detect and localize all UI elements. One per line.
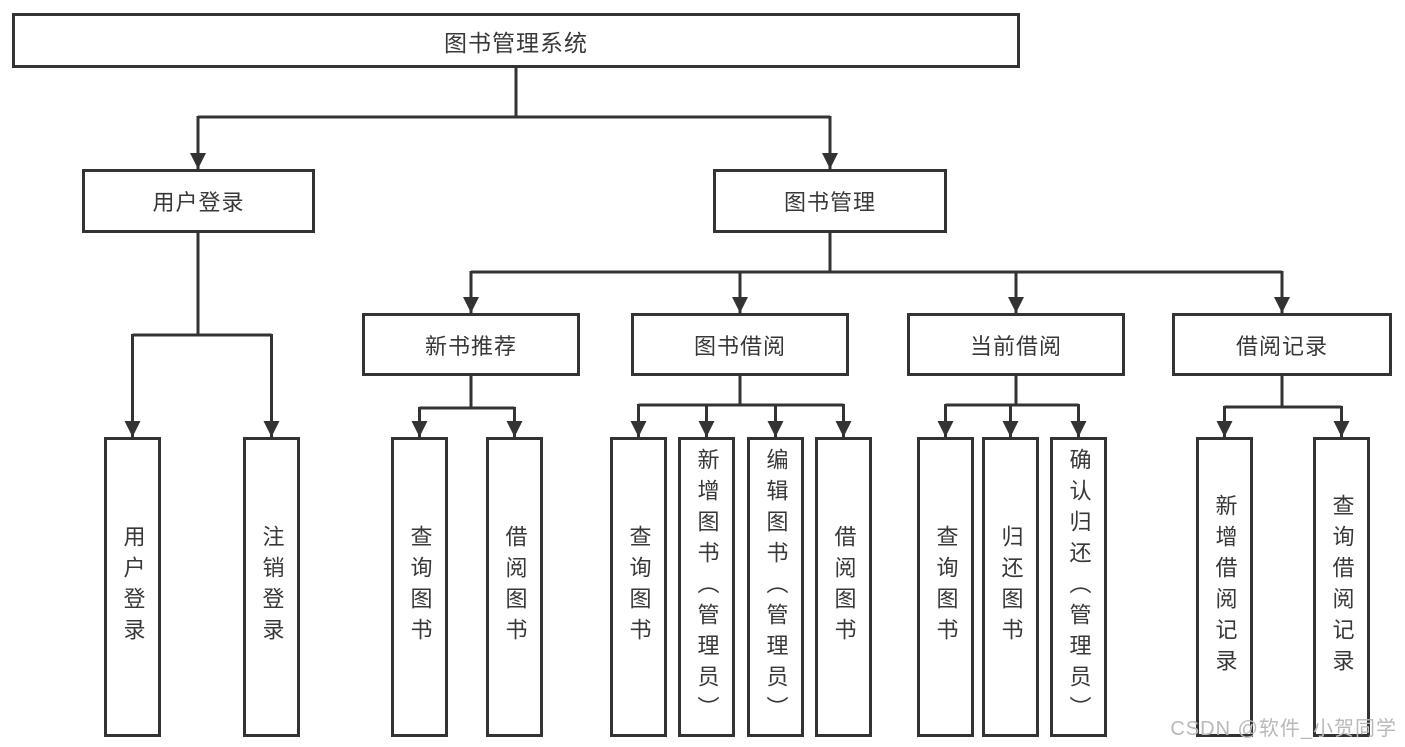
leaf-add-borrow-record: 新增借阅记录 xyxy=(1196,437,1253,737)
node-label: 查询借阅记录 xyxy=(1329,494,1355,680)
leaf-edit-books-admin: 编辑图书（管理员） xyxy=(747,437,804,737)
node-user-login: 用户登录 xyxy=(82,169,315,233)
node-label: 新增借阅记录 xyxy=(1212,494,1238,680)
node-label: 新增图书（管理员） xyxy=(694,447,720,727)
leaf-return-books: 归还图书 xyxy=(982,437,1039,737)
leaf-query-borrow-record: 查询借阅记录 xyxy=(1313,437,1370,737)
node-library-management-system: 图书管理系统 xyxy=(12,13,1020,68)
leaf-logout: 注销登录 xyxy=(243,437,300,737)
node-label: 确认归还（管理员） xyxy=(1066,447,1092,727)
node-label: 编辑图书（管理员） xyxy=(763,447,789,727)
leaf-query-books-current: 查询图书 xyxy=(917,437,974,737)
node-label: 图书借阅 xyxy=(693,333,786,359)
leaf-confirm-return-admin: 确认归还（管理员） xyxy=(1050,437,1107,737)
node-current-borrowing: 当前借阅 xyxy=(907,313,1125,376)
node-label: 查询图书 xyxy=(933,525,959,649)
node-label: 归还图书 xyxy=(998,525,1024,649)
node-label: 查询图书 xyxy=(407,525,433,649)
node-borrow-records: 借阅记录 xyxy=(1172,313,1392,376)
node-new-book-recommendation: 新书推荐 xyxy=(362,313,580,376)
node-label: 查询图书 xyxy=(626,525,652,649)
leaf-borrow-books: 借阅图书 xyxy=(815,437,872,737)
leaf-user-login: 用户登录 xyxy=(104,437,161,737)
node-label: 用户登录 xyxy=(120,525,146,649)
node-label: 借阅图书 xyxy=(831,525,857,649)
node-label: 用户登录 xyxy=(152,190,245,215)
csdn-watermark: CSDN @软件_小贺同学 xyxy=(1170,718,1397,740)
node-label: 新书推荐 xyxy=(424,333,517,359)
leaf-query-books-borrowing: 查询图书 xyxy=(610,437,667,737)
node-label: 借阅记录 xyxy=(1235,333,1328,359)
node-label: 借阅图书 xyxy=(502,525,528,649)
node-label: 图书管理 xyxy=(783,190,876,215)
node-label: 注销登录 xyxy=(259,525,285,649)
node-label: 图书管理系统 xyxy=(444,29,588,56)
leaf-add-books-admin: 新增图书（管理员） xyxy=(678,437,735,737)
node-book-borrowing: 图书借阅 xyxy=(631,313,849,376)
leaf-query-books-recommend: 查询图书 xyxy=(391,437,448,737)
leaf-borrow-books-recommend: 借阅图书 xyxy=(486,437,543,737)
node-book-management: 图书管理 xyxy=(713,169,947,233)
node-label: 当前借阅 xyxy=(969,333,1062,359)
